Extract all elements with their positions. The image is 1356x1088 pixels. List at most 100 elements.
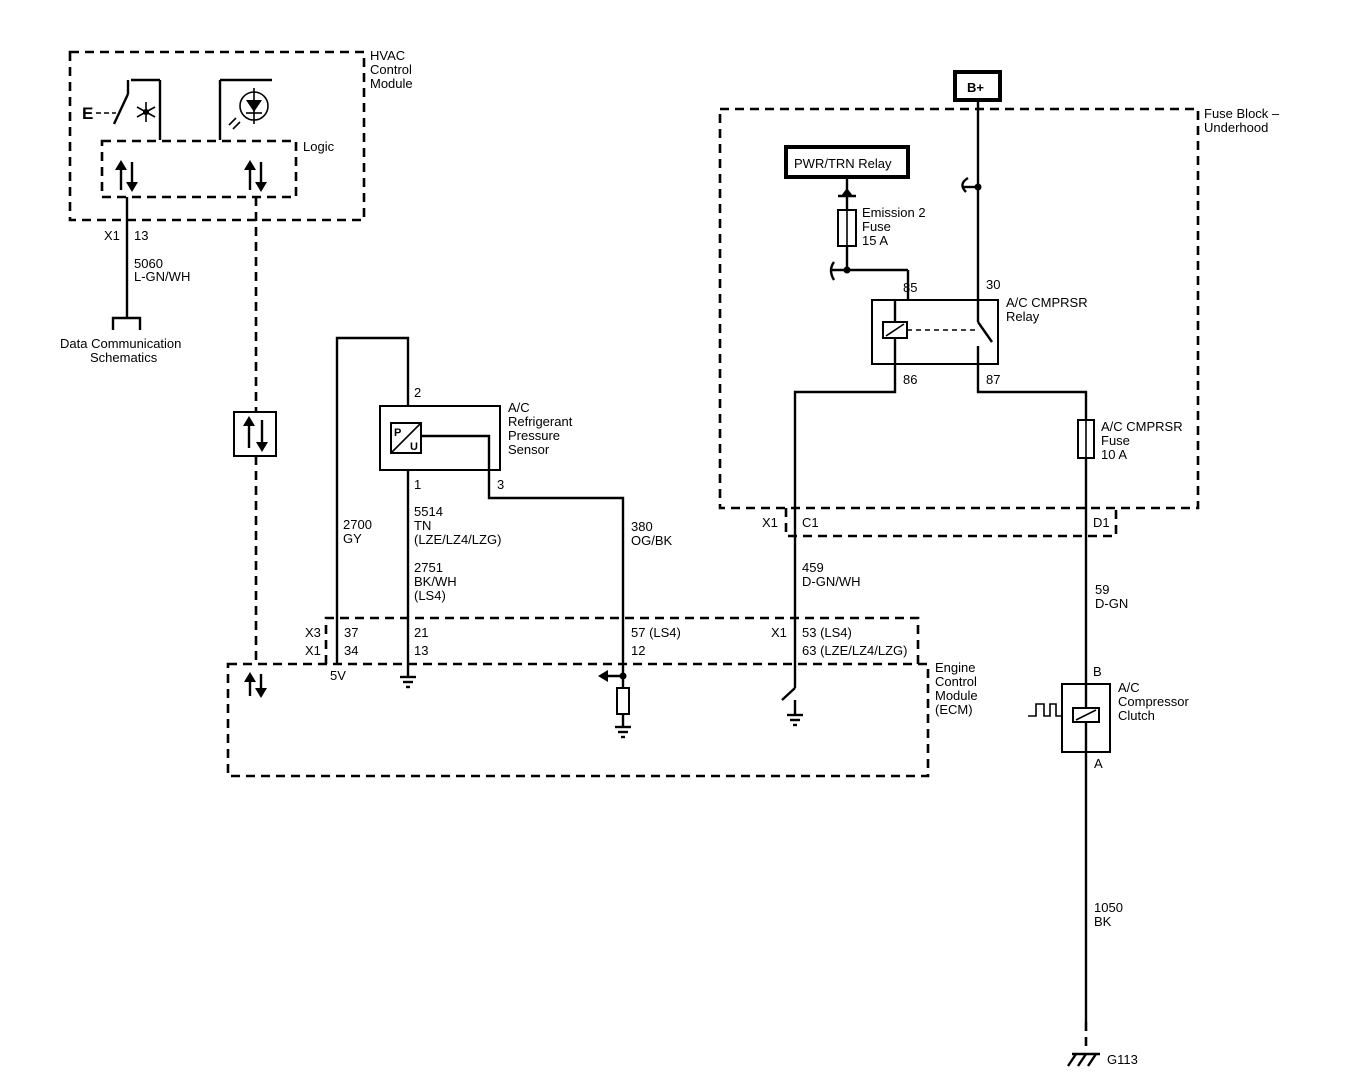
ecm-pin-63: 63 (LZE/LZ4/LZG) xyxy=(802,643,907,658)
emission-fuse-line-1: Emission 2 xyxy=(862,205,926,220)
switch-icon xyxy=(781,687,797,714)
wire-5514-color: TN xyxy=(414,518,431,533)
relay-pin-30: 30 xyxy=(986,277,1000,292)
hvac-title-line-1: HVAC xyxy=(370,48,405,63)
emission-fuse-line-3: 15 A xyxy=(862,233,888,248)
switch-icon: E xyxy=(82,78,162,140)
ecm-pin-12: 12 xyxy=(631,643,645,658)
fuse-block-d1: D1 xyxy=(1093,515,1110,530)
sensor-u-letter: U xyxy=(410,441,418,453)
relay-pin-87: 87 xyxy=(986,372,1000,387)
emission-2-fuse: Emission 2 Fuse 15 A xyxy=(829,205,926,300)
ecm-title-2: Control xyxy=(935,674,977,689)
wire-5514-number: 5514 xyxy=(414,504,443,519)
sensor-line-1: A/C xyxy=(508,400,530,415)
ac-fuse-line-1: A/C CMPRSR xyxy=(1101,419,1183,434)
relay-power-feed xyxy=(961,100,982,300)
ecm-pin-53: 53 (LS4) xyxy=(802,625,852,640)
fuse-block-title-1: Fuse Block – xyxy=(1204,106,1280,121)
fuse-block-x1: X1 xyxy=(762,515,778,530)
bidirectional-arrow-icon xyxy=(243,416,268,452)
wire-5514-variant: (LZE/LZ4/LZG) xyxy=(414,532,501,547)
ac-relay-label-2: Relay xyxy=(1006,309,1040,324)
fuse-block-connector: X1 C1 D1 xyxy=(762,508,1118,538)
ac-relay-label-1: A/C CMPRSR xyxy=(1006,295,1088,310)
logic-label: Logic xyxy=(303,139,335,154)
hvac-title-line-3: Module xyxy=(370,76,413,91)
ecm-title-1: Engine xyxy=(935,660,975,675)
hvac-data-circuit: X1 13 5060 L-GN/WH Data Communication Sc… xyxy=(60,197,190,365)
ecm-pin-57: 57 (LS4) xyxy=(631,625,681,640)
relay-pin-86: 86 xyxy=(903,372,917,387)
pressure-sensor-icon: P U xyxy=(390,422,422,454)
ecm-pin-37: 37 xyxy=(344,625,358,640)
ac-pressure-sensor: A/C Refrigerant Pressure Sensor 2 1 3 P … xyxy=(379,385,573,492)
ecm-title-4: (ECM) xyxy=(935,702,973,717)
wire-59-number: 59 xyxy=(1095,582,1109,597)
fuse-block-underhood: Fuse Block – Underhood xyxy=(718,106,1280,510)
bidirectional-arrow-icon xyxy=(115,160,138,192)
hvac-pin-label: 13 xyxy=(134,228,148,243)
bidirectional-arrow-icon xyxy=(244,160,267,192)
hvac-connector-label: X1 xyxy=(104,228,120,243)
pull-up-resistor-icon xyxy=(598,670,630,726)
fuse-block-c1: C1 xyxy=(802,515,819,530)
ecm-pin-21: 21 xyxy=(414,625,428,640)
battery-positive: B+ xyxy=(953,70,1002,102)
pwm-signal-icon xyxy=(1028,703,1062,717)
wire-2700-color: GY xyxy=(343,531,362,546)
ground-icon xyxy=(615,725,631,739)
serial-data-link xyxy=(233,197,277,698)
sensor-pin-1: 1 xyxy=(414,477,421,492)
wire-459-color: D-GN/WH xyxy=(802,574,861,589)
wire-380: 380 OG/BK xyxy=(487,470,673,739)
ac-fuse-line-3: 10 A xyxy=(1101,447,1127,462)
hvac-title-line-2: Control xyxy=(370,62,412,77)
engine-control-module: Engine Control Module (ECM) 5V xyxy=(226,660,978,778)
bidirectional-arrow-icon xyxy=(244,672,267,698)
ecm-x1-label: X1 xyxy=(305,643,321,658)
ecm-pin-34: 34 xyxy=(344,643,358,658)
snowflake-icon xyxy=(136,102,156,122)
data-comm-line-1: Data Communication xyxy=(60,336,181,351)
ecm-connector: X3 X1 37 34 21 13 57 (LS4) 12 X1 53 (LS4… xyxy=(305,616,920,664)
wire-59-color: D-GN xyxy=(1095,596,1128,611)
clutch-line-1: A/C xyxy=(1118,680,1140,695)
wire-5060-number: 5060 xyxy=(134,256,163,271)
relay-coil-icon xyxy=(882,300,978,364)
clutch-line-3: Clutch xyxy=(1118,708,1155,723)
ground-label: G113 xyxy=(1107,1052,1138,1067)
sensor-line-4: Sensor xyxy=(508,442,550,457)
clutch-pin-b: B xyxy=(1093,664,1102,679)
clutch-pin-a: A xyxy=(1094,756,1103,771)
wire-2700-number: 2700 xyxy=(343,517,372,532)
ac-compressor-relay: 85 30 86 87 A/C CMPRSR Relay xyxy=(871,277,1088,387)
wire-5060-color: L-GN/WH xyxy=(134,269,190,284)
led-icon xyxy=(218,78,272,140)
wire-2700: 2700 GY xyxy=(335,336,410,664)
wire-2751-color: BK/WH xyxy=(414,574,457,589)
wire-380-number: 380 xyxy=(631,519,653,534)
hvac-control-module: HVAC Control Module E xyxy=(68,48,413,222)
wire-2751-number: 2751 xyxy=(414,560,443,575)
pwr-trn-relay-label: PWR/TRN Relay xyxy=(794,156,892,171)
ground-icon xyxy=(1067,1052,1100,1067)
battery-label: B+ xyxy=(967,80,984,95)
ac-fuse-line-2: Fuse xyxy=(1101,433,1130,448)
data-comm-line-2: Schematics xyxy=(90,350,158,365)
sensor-p-letter: P xyxy=(394,427,401,439)
relay-pin-85: 85 xyxy=(903,280,917,295)
ecm-title-3: Module xyxy=(935,688,978,703)
wire-59: A/C CMPRSR Fuse 10 A 59 D-GN xyxy=(976,364,1183,684)
emission-fuse-line-2: Fuse xyxy=(862,219,891,234)
ground-icon xyxy=(787,713,803,727)
ac-compressor-clutch: B A/C Compressor Clutch A xyxy=(1028,664,1189,771)
sensor-pin-2: 2 xyxy=(414,385,421,400)
ground-icon xyxy=(400,675,416,689)
wire-2751-variant: (LS4) xyxy=(414,588,446,603)
wire-1050-color: BK xyxy=(1094,914,1112,929)
sensor-line-2: Refrigerant xyxy=(508,414,573,429)
wire-380-color: OG/BK xyxy=(631,533,673,548)
ecm-pin-13: 13 xyxy=(414,643,428,658)
